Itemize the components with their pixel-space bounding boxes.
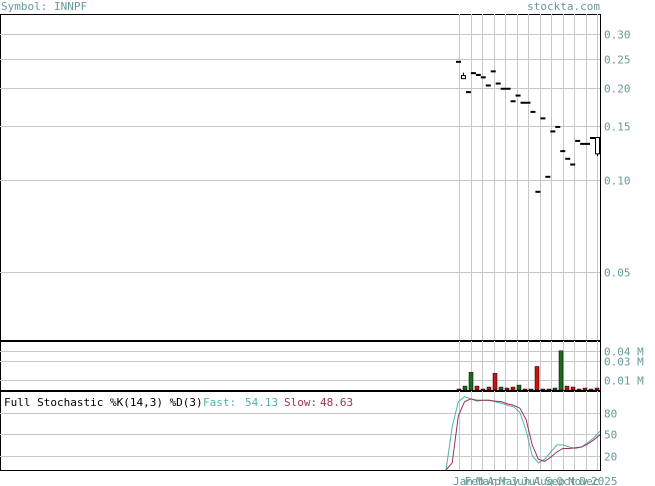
volume-bar bbox=[516, 384, 522, 391]
candle-body bbox=[565, 157, 571, 160]
candle-body bbox=[590, 136, 596, 139]
candle-body bbox=[560, 150, 566, 153]
x-tick-label: Aug bbox=[534, 475, 554, 486]
slow-line bbox=[445, 398, 601, 471]
x-tick-label: May bbox=[499, 475, 519, 486]
volume-tick-label: 0.03 M bbox=[604, 356, 644, 369]
volume-bar bbox=[504, 387, 510, 391]
x-tick-label: Feb bbox=[465, 475, 485, 486]
volume-bar bbox=[576, 388, 582, 391]
candle-body bbox=[470, 72, 476, 75]
candle-body bbox=[460, 75, 466, 80]
volume-bar bbox=[462, 385, 468, 391]
volume-bar bbox=[570, 386, 576, 391]
fast-line bbox=[445, 396, 601, 471]
stochastic-title: Full Stochastic %K(14,3) %D(3) bbox=[4, 396, 203, 409]
volume-tick-label: 0.01 M bbox=[604, 375, 644, 388]
volume-bar bbox=[474, 385, 480, 391]
candle-body bbox=[520, 101, 526, 104]
candle-body bbox=[525, 101, 531, 104]
volume-bar bbox=[564, 385, 570, 391]
candle-body bbox=[515, 94, 521, 97]
candle-body bbox=[505, 87, 511, 90]
candle-body bbox=[540, 117, 546, 120]
candle-body bbox=[585, 142, 591, 145]
candle-body bbox=[480, 76, 486, 79]
volume-bar bbox=[486, 386, 492, 391]
symbol-label: Symbol: INNPF bbox=[1, 0, 88, 13]
price-tick-label: 0.25 bbox=[604, 54, 631, 67]
stochastic-frame bbox=[0, 391, 601, 471]
x-tick-label: 2025 bbox=[591, 475, 618, 486]
candle-body bbox=[575, 139, 581, 142]
candle-body bbox=[545, 175, 551, 178]
x-tick-label: Jul bbox=[522, 475, 542, 486]
volume-bar bbox=[540, 388, 546, 391]
price-tick-label: 0.05 bbox=[604, 267, 631, 280]
volume-bar bbox=[558, 350, 564, 391]
volume-frame bbox=[0, 341, 601, 391]
volume-bar bbox=[528, 388, 534, 391]
x-tick-label: Dec bbox=[580, 475, 600, 486]
candle-body bbox=[485, 84, 491, 87]
x-tick-label: Oct bbox=[557, 475, 577, 486]
candle-body bbox=[535, 190, 541, 193]
candle-body bbox=[500, 87, 506, 90]
volume-panel: 0.04 M0.03 M 0.01 M bbox=[0, 341, 644, 391]
candle-body bbox=[595, 136, 601, 155]
fast-label: Fast: bbox=[203, 396, 236, 409]
volume-bar bbox=[534, 366, 540, 391]
x-tick-label: Mar bbox=[476, 475, 496, 486]
volume-bar bbox=[492, 373, 498, 391]
x-tick-label: Jun bbox=[511, 475, 531, 486]
volume-bar bbox=[522, 388, 528, 391]
price-frame bbox=[0, 14, 601, 341]
fast-value: 54.13 bbox=[245, 396, 278, 409]
volume-bar bbox=[594, 387, 600, 391]
x-tick-label: Apr bbox=[488, 475, 508, 486]
volume-bar bbox=[468, 372, 474, 391]
volume-bar bbox=[480, 388, 486, 391]
candle-body bbox=[510, 100, 516, 103]
candle-body bbox=[455, 60, 461, 63]
candle-body bbox=[475, 73, 481, 76]
volume-bar bbox=[552, 387, 558, 391]
volume-bar bbox=[498, 386, 504, 391]
candle-body bbox=[570, 163, 576, 166]
candle-body bbox=[495, 82, 501, 85]
site-name[interactable]: stockta.com bbox=[527, 0, 600, 13]
volume-tick-label: 0.04 M bbox=[604, 346, 644, 359]
x-tick-label: Nov bbox=[568, 475, 588, 486]
slow-label: Slow: bbox=[284, 396, 317, 409]
volume-bar bbox=[510, 386, 516, 391]
price-tick-label: 0.30 bbox=[604, 29, 631, 42]
price-panel: 0.30 0.25 0.20 0.15 0.10 0.05 bbox=[0, 14, 631, 341]
price-tick-label: 0.20 bbox=[604, 83, 631, 96]
candle-body bbox=[530, 110, 536, 113]
price-tick-label: 0.15 bbox=[604, 121, 631, 134]
slow-value: 48.63 bbox=[320, 396, 353, 409]
volume-bar bbox=[456, 388, 462, 391]
x-tick-label: Jan bbox=[453, 475, 473, 486]
stochastic-tick-label: 20 bbox=[604, 451, 617, 464]
stochastic-tick-label: 80 bbox=[604, 408, 617, 421]
x-tick-label: Sep bbox=[545, 475, 565, 486]
candle-body bbox=[580, 142, 586, 145]
stochastic-panel: Full Stochastic %K(14,3) %D(3) Fast: 54.… bbox=[0, 391, 617, 471]
volume-bar bbox=[588, 388, 594, 391]
candle-body bbox=[555, 125, 561, 128]
candle-body bbox=[490, 70, 496, 73]
price-tick-label: 0.10 bbox=[604, 175, 631, 188]
volume-bar bbox=[546, 388, 552, 391]
candle-body bbox=[465, 91, 471, 94]
stochastic-tick-label: 50 bbox=[604, 429, 617, 442]
candle-body bbox=[550, 130, 556, 133]
volume-bar bbox=[582, 387, 588, 391]
